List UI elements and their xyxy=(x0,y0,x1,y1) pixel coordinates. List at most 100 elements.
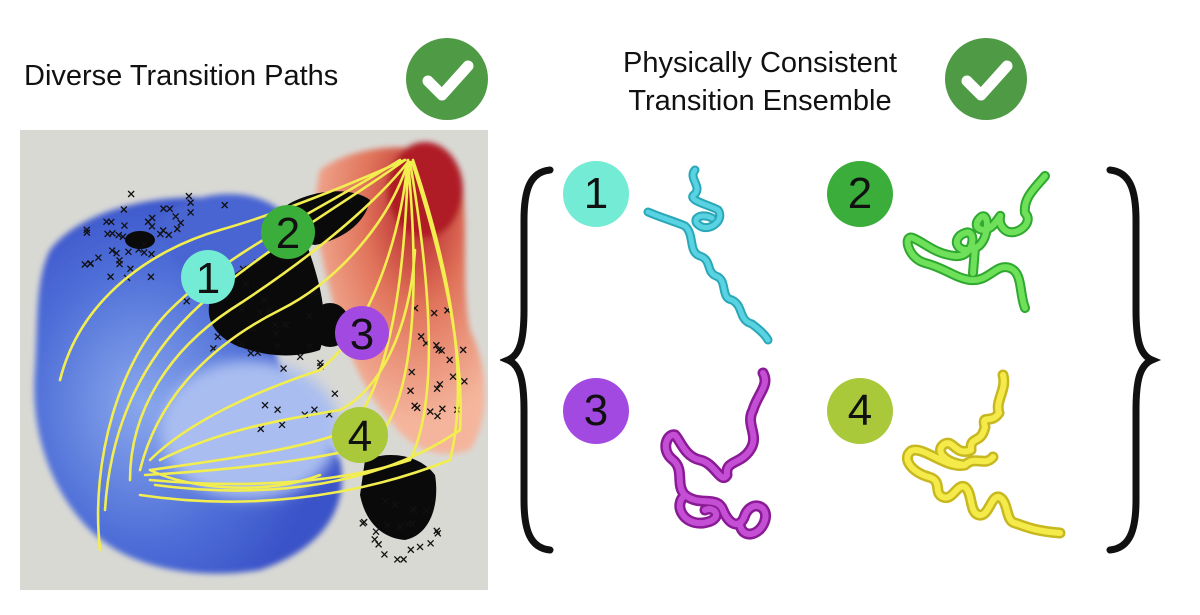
x-marker xyxy=(372,528,380,536)
x-marker xyxy=(280,365,288,373)
transition-path-plot: 1 2 3 4 xyxy=(20,130,488,590)
x-marker xyxy=(375,540,383,548)
ensemble-badge-4: 4 xyxy=(827,378,893,444)
x-marker xyxy=(173,225,181,233)
x-marker xyxy=(113,249,120,257)
x-marker xyxy=(187,199,195,207)
x-marker xyxy=(83,229,91,237)
x-marker xyxy=(148,250,155,258)
x-marker xyxy=(407,546,415,554)
x-marker xyxy=(135,246,143,253)
x-marker xyxy=(183,297,191,305)
x-marker xyxy=(116,260,124,268)
x-marker xyxy=(408,368,416,376)
x-marker xyxy=(121,222,128,229)
marker-2-label: 2 xyxy=(276,209,300,258)
left-brace xyxy=(500,166,554,554)
x-marker xyxy=(449,373,457,381)
right-brace xyxy=(1106,166,1162,554)
x-marker xyxy=(281,320,289,328)
x-marker xyxy=(185,192,193,200)
x-marker xyxy=(407,387,414,395)
x-marker xyxy=(87,259,95,267)
x-marker xyxy=(140,249,148,256)
x-marker xyxy=(371,535,379,543)
x-marker xyxy=(459,346,467,354)
x-marker xyxy=(160,205,167,213)
x-marker xyxy=(108,247,116,255)
x-marker xyxy=(310,406,318,414)
x-marker xyxy=(272,330,280,338)
x-marker xyxy=(433,385,441,393)
x-marker xyxy=(432,341,440,349)
marker-3-label: 3 xyxy=(350,310,374,359)
marker-4-label: 4 xyxy=(348,412,372,461)
x-marker xyxy=(381,497,389,505)
x-marker xyxy=(404,520,412,528)
x-marker xyxy=(306,342,314,350)
x-marker xyxy=(433,527,441,535)
x-marker xyxy=(242,280,250,288)
x-marker xyxy=(127,190,135,198)
x-marker xyxy=(380,551,388,558)
x-marker xyxy=(391,501,399,508)
x-marker xyxy=(172,212,180,220)
x-marker xyxy=(410,506,418,514)
x-marker xyxy=(416,543,424,551)
x-marker xyxy=(359,519,367,527)
x-marker xyxy=(446,356,454,364)
marker-1: 1 xyxy=(181,250,235,304)
x-marker xyxy=(237,306,245,314)
right-title-line2: Transition Ensemble xyxy=(628,85,892,117)
check-icon xyxy=(945,38,1027,120)
x-marker xyxy=(214,333,222,341)
x-marker xyxy=(166,205,174,213)
x-marker xyxy=(257,425,265,433)
x-marker xyxy=(422,507,430,515)
x-marker xyxy=(119,233,127,241)
x-marker xyxy=(81,261,89,268)
structure-3 xyxy=(660,367,772,540)
x-marker xyxy=(115,231,123,239)
x-marker xyxy=(187,209,195,216)
ensemble-badge-2: 2 xyxy=(827,161,893,227)
x-marker xyxy=(144,218,152,226)
check-icon xyxy=(406,38,488,120)
x-marker xyxy=(278,421,286,429)
x-marker xyxy=(124,248,132,256)
x-marker xyxy=(156,230,164,238)
structure-4 xyxy=(901,369,1066,539)
x-marker xyxy=(260,296,268,304)
x-marker xyxy=(147,273,155,281)
x-marker xyxy=(120,206,128,213)
x-marker xyxy=(274,406,282,414)
marker-2: 2 xyxy=(261,205,315,259)
left-title: Diverse Transition Paths xyxy=(24,60,339,92)
x-marker xyxy=(436,380,444,388)
x-marker xyxy=(261,401,269,409)
x-marker xyxy=(438,347,446,355)
x-marker xyxy=(165,231,173,239)
x-marker xyxy=(126,265,134,273)
x-marker xyxy=(177,219,185,227)
x-marker xyxy=(438,405,446,413)
x-marker xyxy=(426,408,434,416)
x-marker xyxy=(384,521,391,529)
right-title-line1: Physically Consistent xyxy=(623,47,897,79)
marker-1-label: 1 xyxy=(196,254,220,303)
right-title: Physically Consistent Transition Ensembl… xyxy=(560,44,960,120)
x-marker xyxy=(104,230,112,238)
x-marker xyxy=(296,353,304,361)
structure-2 xyxy=(902,171,1050,313)
x-marker xyxy=(256,309,264,316)
x-marker xyxy=(237,340,245,348)
marker-4: 4 xyxy=(332,407,388,463)
light-blue-region xyxy=(160,360,340,500)
x-marker xyxy=(393,555,401,563)
x-marker xyxy=(271,321,279,329)
x-marker xyxy=(107,218,115,226)
x-marker xyxy=(430,309,438,317)
x-marker xyxy=(94,254,102,262)
x-marker xyxy=(221,201,229,209)
x-marker xyxy=(417,333,425,340)
